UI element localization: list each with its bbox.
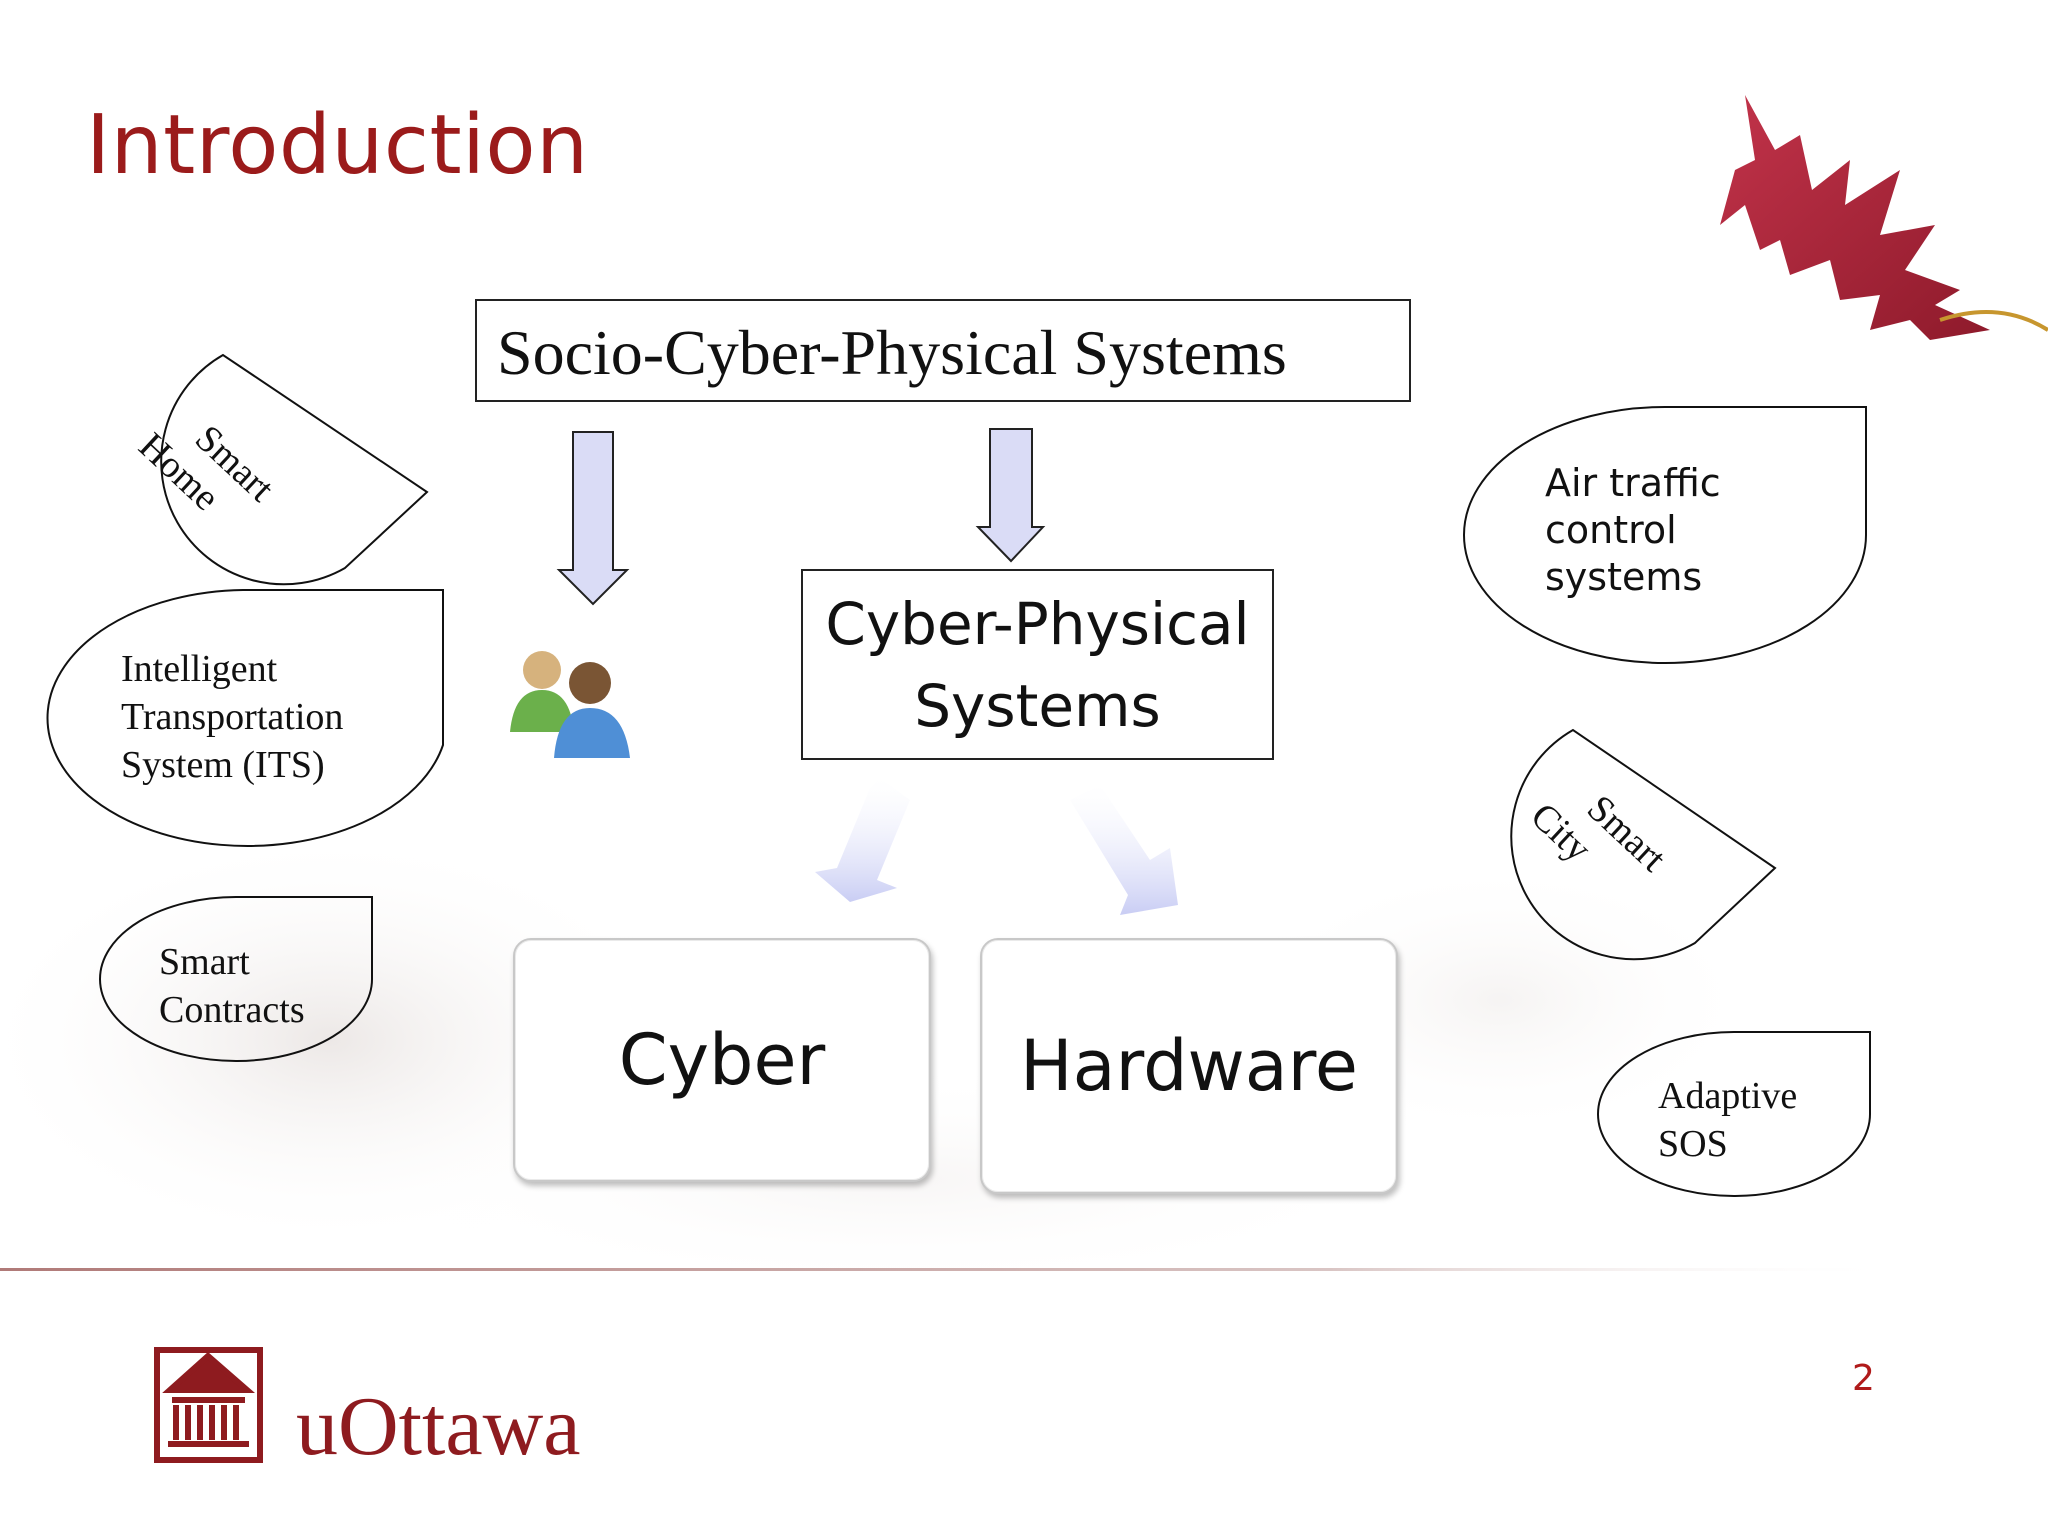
people-icon <box>510 651 630 758</box>
smart-contracts-label: Smart Contracts <box>159 938 305 1034</box>
its-line-2: Transportation <box>121 696 344 738</box>
brand-wordmark: uOttawa <box>296 1380 581 1473</box>
arrow-to-cps <box>975 428 1046 563</box>
slide-title: Introduction <box>86 98 589 193</box>
arrow-to-people <box>556 431 630 606</box>
arrow-to-hardware <box>1070 785 1178 915</box>
air-traffic-shape <box>1463 406 1867 664</box>
adaptive-sos-shape <box>1597 1031 1872 1197</box>
air-traffic-line-1: Air traffic <box>1545 461 1721 505</box>
smart-contracts-line-2: Contracts <box>159 989 305 1031</box>
university-building-icon <box>154 1347 263 1463</box>
arrow-to-cyber <box>815 778 910 902</box>
smart-contracts-shape <box>99 896 374 1062</box>
adaptive-sos-label: Adaptive SOS <box>1658 1072 1797 1168</box>
smart-contracts-line-1: Smart <box>159 941 250 983</box>
adaptive-sos-line-2: SOS <box>1658 1123 1728 1165</box>
cyber-box: Cyber <box>513 938 931 1182</box>
air-traffic-line-3: systems <box>1545 555 1703 599</box>
its-line-3: System (ITS) <box>121 744 325 786</box>
smart-city-shape <box>1510 728 1777 961</box>
its-line-1: Intelligent <box>121 648 278 690</box>
smart-home-shape <box>160 353 429 586</box>
its-shape <box>46 589 444 847</box>
cps-line-2: Systems <box>914 671 1161 740</box>
air-traffic-line-2: control <box>1545 508 1677 552</box>
maple-leaf-icon <box>1720 95 2048 340</box>
its-label: Intelligent Transportation System (ITS) <box>121 645 343 789</box>
hardware-box: Hardware <box>980 938 1398 1194</box>
adaptive-sos-line-1: Adaptive <box>1658 1075 1798 1117</box>
socio-cyber-physical-systems-box: Socio-Cyber-Physical Systems <box>475 299 1411 402</box>
cyber-physical-systems-box: Cyber-Physical Systems <box>801 569 1274 760</box>
air-traffic-label: Air traffic control systems <box>1545 460 1721 601</box>
page-number: 2 <box>1852 1358 1875 1399</box>
cps-line-1: Cyber-Physical <box>825 589 1250 658</box>
